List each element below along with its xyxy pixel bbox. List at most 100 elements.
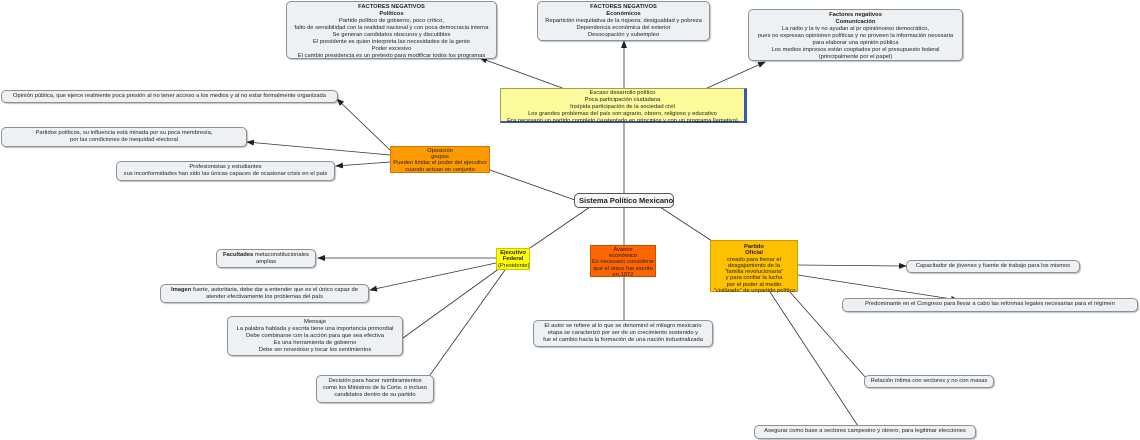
partido-line: desgajamiento de la bbox=[728, 262, 780, 269]
politicos-line: El presidente es quien interpreta las ne… bbox=[313, 39, 470, 45]
avance-economico-node[interactable]: Avance económico Es necesario considerar… bbox=[590, 245, 656, 278]
comunicacion-line: Los medios impresos están cooptados por … bbox=[771, 47, 940, 53]
autor-line: fue el cambio hacia la formación de una … bbox=[543, 337, 703, 343]
capacitador-text: Capacitador de jóvenes y fuente de traba… bbox=[915, 263, 1071, 269]
asegurar-node[interactable]: Asegurar como base a sectores campesino … bbox=[754, 425, 976, 439]
central-title: Sistema Político Mexicano bbox=[579, 196, 674, 205]
link-ejecutivo-mensaje bbox=[402, 267, 501, 339]
partido-line: creado para frenar el bbox=[727, 256, 781, 263]
link-partido-asegurar bbox=[769, 291, 859, 427]
politicos-line: Se generan candidatos obscuros y discuti… bbox=[332, 32, 451, 38]
escaso-line: Poca participación ciudadana bbox=[584, 97, 661, 103]
mensaje-node[interactable]: Mensaje La palabra hablada y escrita tie… bbox=[227, 316, 403, 356]
escaso-line: Los grandes problemas del país son:agrar… bbox=[528, 111, 717, 117]
predominante-node[interactable]: Predominante en el Congreso para llevar … bbox=[842, 298, 1138, 312]
autor-line: El autor se refiere al lo que se denomin… bbox=[544, 323, 702, 329]
comunicacion-line: pues no expresan opinionen políticas y n… bbox=[757, 33, 954, 39]
economicos-line: Repartición inequitativa de la riqueza, … bbox=[545, 18, 702, 24]
escaso-line: Insípida participación de la sociedad ci… bbox=[570, 104, 675, 110]
link-oposicion-opinion bbox=[336, 98, 391, 151]
partido-line: y para confiar la lucha bbox=[725, 275, 783, 282]
partido-oficial-node[interactable]: Partido Oficial creado para frenar el de… bbox=[710, 240, 798, 295]
opinion-publica-node[interactable]: Opinión pública, que ejerce realmente po… bbox=[1, 90, 338, 103]
oposicion-line: Pueden limitar el poder del ejecutivo bbox=[393, 160, 487, 167]
escaso-desarrollo-node[interactable]: Escaso desarrollo político Poca particip… bbox=[500, 88, 747, 124]
predominante-text: Predominante en el Congreso para llevar … bbox=[865, 301, 1115, 307]
politicos-line: Poder excesivo bbox=[371, 46, 412, 52]
relacion-node[interactable]: Relación íntima con sectores y no con ma… bbox=[864, 375, 994, 388]
comunicacion-line: para elaborar una opinión pública bbox=[812, 40, 899, 46]
link-partido-relacion bbox=[789, 291, 867, 379]
economicos-title1: FACTORES NEGATIVOS bbox=[590, 4, 657, 10]
mensaje-line: Es una herramienta de gobierno bbox=[273, 340, 357, 346]
profesionistas-line: Profesionistas y estudiantes bbox=[189, 164, 262, 170]
decision-node[interactable]: Decisión para hacer nombramientos como l… bbox=[316, 375, 434, 403]
economicos-line: Dependencia económica del exterior bbox=[576, 25, 671, 31]
link-central-oposicion bbox=[489, 169, 576, 201]
autor-line: etapa se caracterizó por ser de un creci… bbox=[547, 330, 699, 336]
facultades-rest: metaconstitucionales bbox=[253, 252, 310, 258]
economicos-node[interactable]: FACTORES NEGATIVOS Económicos Repartició… bbox=[537, 1, 710, 41]
economicos-title2: Económicos bbox=[606, 11, 641, 17]
relacion-text: Relación íntima con sectores y no con ma… bbox=[870, 378, 988, 384]
partido-line: por el poder al medio bbox=[726, 281, 782, 288]
politicos-title1: FACTORES NEGATIVOS bbox=[358, 4, 425, 10]
imagen-rest: fuerte, autoritaria, debe dar a entender… bbox=[191, 287, 358, 293]
link-ejecutivo-decision bbox=[424, 269, 506, 383]
mensaje-line: La palabra hablada y escrita tiene una i… bbox=[236, 326, 394, 332]
link-escaso-politicos bbox=[479, 57, 566, 90]
capacitador-node[interactable]: Capacitador de jóvenes y fuente de traba… bbox=[906, 260, 1080, 273]
link-central-partido bbox=[659, 206, 713, 242]
avance-line: que el único fue escrito bbox=[593, 265, 653, 272]
partidos-line: por las condiciones de inequidad elector… bbox=[70, 137, 178, 143]
link-escaso-comunicacion bbox=[704, 61, 766, 90]
comunicacion-node[interactable]: Factores negativos Comunicación La radio… bbox=[748, 9, 963, 61]
imagen-line2: atender efectivamente los problemas del … bbox=[206, 294, 323, 300]
comunicacion-title1: Factores negativos bbox=[829, 12, 882, 18]
profesionistas-line: sus inconformidades han sido las únicas … bbox=[123, 171, 328, 177]
avance-line: Avance bbox=[613, 247, 633, 253]
partidos-politicos-node[interactable]: Partidos políticos, su influencia está m… bbox=[1, 127, 247, 147]
comunicacion-title2: Comunicación bbox=[835, 19, 876, 25]
ejecutivo-federal-node[interactable]: Ejecutivo Federal (Presidente) bbox=[496, 248, 530, 270]
oposicion-line: grupos bbox=[431, 154, 449, 161]
oposicion-node[interactable]: Oposición grupos Pueden limitar el poder… bbox=[390, 146, 490, 173]
politicos-node[interactable]: FACTORES NEGATIVOS Políticos Partido pol… bbox=[286, 1, 497, 59]
facultades-line2: amplias bbox=[256, 259, 276, 265]
facultades-node[interactable]: Facultades metaconstitucionales amplias bbox=[216, 249, 316, 268]
link-ejecutivo-imagen bbox=[369, 262, 497, 292]
partido-line: "civilizado" de unpartido político bbox=[714, 288, 796, 295]
mensaje-line: Debe ser novedoso y tocar los sentimient… bbox=[258, 347, 372, 353]
imagen-node[interactable]: Imagen fuerte, autoritaria, debe dar a e… bbox=[160, 284, 369, 303]
link-central-ejecutivo bbox=[529, 206, 591, 249]
oposicion-line: Oposición bbox=[427, 148, 453, 154]
partidos-line: Partidos políticos, su influencia está m… bbox=[35, 130, 213, 136]
oposicion-line: cuando actuan en conjunto bbox=[405, 166, 475, 173]
mensaje-line: Debe combinarse con la acción para que s… bbox=[246, 333, 384, 339]
ejecutivo-line: (Presidente) bbox=[498, 262, 530, 269]
partido-title: Oficial bbox=[745, 250, 763, 257]
comunicacion-line: (principalmente por el papel) bbox=[818, 54, 893, 60]
politicos-line: Partido político de gobierno, poco críti… bbox=[338, 18, 445, 24]
central-node-sistema-politico[interactable]: Sistema Político Mexicano bbox=[574, 193, 674, 208]
escaso-line: Era necesario un partido completo (suste… bbox=[507, 118, 738, 124]
profesionistas-node[interactable]: Profesionistas y estudiantes sus inconfo… bbox=[116, 161, 335, 181]
link-partido-capacitador bbox=[797, 262, 907, 269]
decision-line: como los Ministros de la Corte, o inclus… bbox=[322, 385, 428, 391]
asegurar-text: Asegurar como base a sectores campesino … bbox=[764, 428, 966, 434]
decision-line: Decisión para hacer nombramientos bbox=[328, 378, 422, 384]
milagro-mexicano-node[interactable]: El autor se refiere al lo que se denomin… bbox=[533, 320, 713, 347]
avance-line: en 1972 bbox=[612, 271, 634, 278]
ejecutivo-line: Ejecutivo bbox=[500, 250, 526, 256]
ejecutivo-line: Federal bbox=[502, 256, 524, 263]
link-oposicion-profesionistas bbox=[335, 161, 391, 169]
politicos-line: falto de sensibilidad con la realidad na… bbox=[294, 25, 489, 31]
link-partido-predominante bbox=[797, 274, 959, 302]
mensaje-line: Mensaje bbox=[304, 319, 326, 325]
politicos-line: El cambio presidencia es un pretexto par… bbox=[297, 53, 486, 59]
partido-line: "familia revolucionaria" bbox=[724, 269, 784, 276]
comunicacion-line: La radio y la tv no ayudan al pr opinión… bbox=[782, 26, 929, 32]
imagen-bold: Imagen bbox=[171, 287, 192, 293]
partido-title: Partido bbox=[744, 244, 764, 250]
